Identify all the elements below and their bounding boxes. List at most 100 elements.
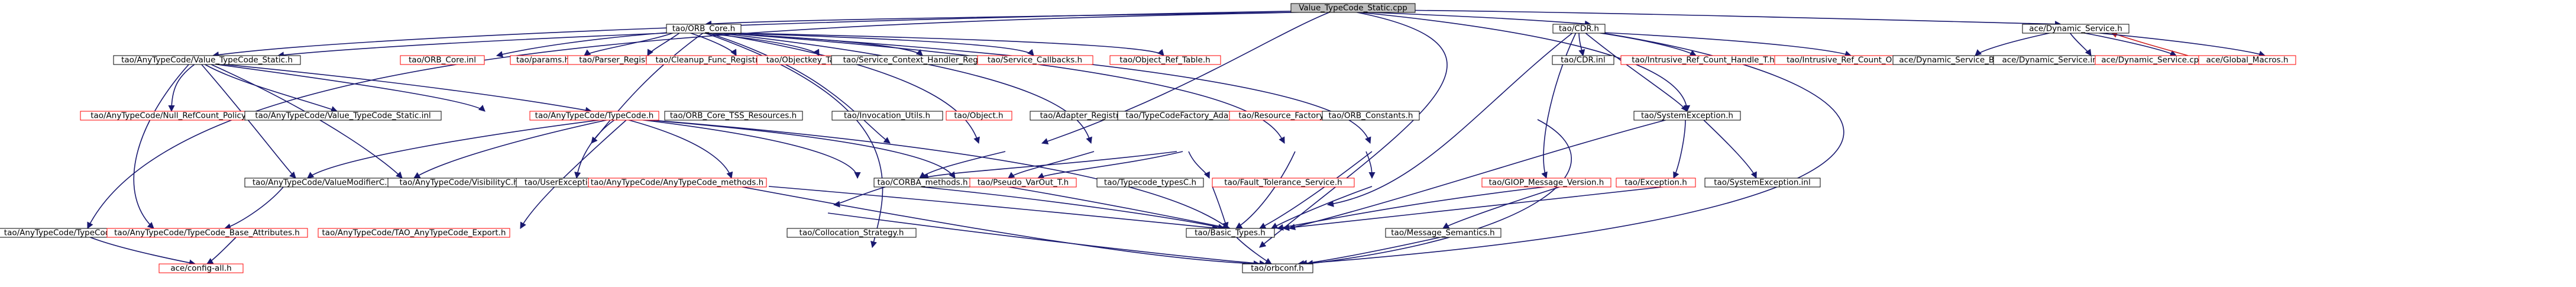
graph-node-dyn_h[interactable]: ace/Dynamic_Service.h <box>2022 24 2130 34</box>
graph-node-giop[interactable]: tao/GIOP_Message_Version.h <box>1481 178 1611 188</box>
graph-node-box <box>2022 24 2130 34</box>
graph-node-box <box>1704 178 1821 188</box>
edge <box>1596 32 1697 56</box>
edge <box>709 32 1034 56</box>
graph-node-label: ace/Dynamic_Service_Base.h <box>1899 56 2015 65</box>
graph-node-adapter[interactable]: tao/Adapter_Registry.h <box>1030 111 1141 121</box>
graph-node-svccb[interactable]: tao/Service_Callbacks.h <box>977 55 1093 65</box>
edge <box>1442 186 1562 229</box>
graph-node-label: tao/params.h <box>516 56 569 65</box>
edge <box>1041 11 1331 145</box>
graph-node-orbconf[interactable]: tao/orbconf.h <box>1242 263 1313 273</box>
graph-node-label: tao/Service_Context_Handler_Registry.h <box>843 56 1002 65</box>
graph-node-sysexcinl[interactable]: tao/SystemException.inl <box>1704 178 1821 188</box>
graph-node-cdr_inl[interactable]: tao/CDR.inl <box>1552 55 1614 65</box>
graph-node-box <box>1096 178 1204 188</box>
graph-node-box <box>1322 111 1420 121</box>
graph-node-pseudo[interactable]: tao/Pseudo_VarOut_T.h <box>969 178 1077 188</box>
edge <box>496 32 669 58</box>
graph-node-box <box>787 228 917 238</box>
edge <box>704 11 1324 27</box>
edge <box>827 212 1267 267</box>
graph-node-vtsinl[interactable]: tao/AnyTypeCode/Value_TypeCode_Static.in… <box>244 111 442 121</box>
edge <box>709 32 980 144</box>
graph-node-label: ace/Dynamic_Service.cpp <box>2101 56 2204 65</box>
graph-node-label: tao/AnyTypeCode/TypeCode.h <box>535 111 654 121</box>
graph-node-label: ace/Dynamic_Service.h <box>2029 24 2122 34</box>
graph-node-vts_h[interactable]: tao/AnyTypeCode/Value_TypeCode_Static.h <box>113 55 301 65</box>
graph-node-typecodec[interactable]: tao/Typecode_typesC.h <box>1096 178 1204 188</box>
edge <box>1584 32 1688 112</box>
graph-node-basic[interactable]: tao/Basic_Types.h <box>1186 228 1275 238</box>
graph-node-collstrat[interactable]: tao/Collocation_Strategy.h <box>787 228 917 238</box>
graph-node-params[interactable]: tao/params.h <box>510 55 577 65</box>
graph-node-tcba[interactable]: tao/AnyTypeCode/TypeCode_Base_Attributes… <box>106 228 308 238</box>
edge <box>712 32 1164 56</box>
graph-node-vis[interactable]: tao/AnyTypeCode/VisibilityC.h <box>387 178 530 188</box>
graph-node-label: tao/Invocation_Utils.h <box>844 111 930 121</box>
graph-node-objref[interactable]: tao/Object_Ref_Table.h <box>1109 55 1221 65</box>
graph-node-svcctx[interactable]: tao/Service_Context_Handler_Registry.h <box>831 55 1015 65</box>
graph-node-sysexc[interactable]: tao/SystemException.h <box>1633 111 1741 121</box>
graph-node-cdr_h[interactable]: tao/CDR.h <box>1552 24 1606 34</box>
graph-node-aceconfig[interactable]: ace/config-all.h <box>158 263 244 273</box>
graph-node-nullref[interactable]: tao/AnyTypeCode/Null_RefCount_Policy.h <box>80 111 264 121</box>
edge <box>1276 186 1550 231</box>
graph-node-label: tao/ORB_Core.h <box>672 24 735 34</box>
graph-node-box <box>1616 178 1696 188</box>
graph-node-box <box>588 178 767 188</box>
edge <box>1541 32 1577 179</box>
graph-node-vmod[interactable]: tao/AnyTypeCode/ValueModifierC.h <box>244 178 401 188</box>
graph-node-irch[interactable]: tao/Intrusive_Ref_Count_Handle_T.h <box>1620 55 1786 65</box>
graph-node-box <box>400 55 485 65</box>
graph-node-label: tao/ORB_Core.inl <box>409 56 476 65</box>
graph-node-label: tao/Pseudo_VarOut_T.h <box>978 178 1069 188</box>
graph-node-label: tao/AnyTypeCode/Value_TypeCode_Static.h <box>121 56 293 65</box>
graph-node-label: tao/CDR.h <box>1559 24 1599 34</box>
graph-node-object[interactable]: tao/Object.h <box>946 111 1012 121</box>
graph-node-label: tao/Typecode_typesC.h <box>1104 178 1196 188</box>
graph-node-label: tao/Adapter_Registry.h <box>1040 111 1131 121</box>
edge <box>584 32 675 56</box>
graph-node-label: tao/CDR.inl <box>1561 56 1605 65</box>
graph-node-ftsvc[interactable]: tao/Fault_Tolerance_Service.h <box>1212 178 1355 188</box>
graph-node-resfac[interactable]: tao/Resource_Factory.h <box>1229 111 1341 121</box>
edge <box>1235 151 1296 229</box>
graph-node-label: tao/orbconf.h <box>1251 264 1304 273</box>
edge <box>712 32 1092 144</box>
dependency-edges <box>87 9 2266 267</box>
edge <box>168 63 196 112</box>
edge <box>921 151 1177 180</box>
graph-node-dsinl[interactable]: ace/Dynamic_Service.inl <box>1993 55 2109 65</box>
graph-node-dsb[interactable]: ace/Dynamic_Service_Base.h <box>1892 55 2022 65</box>
graph-node-label: tao/Message_Semantics.h <box>1391 228 1495 238</box>
graph-node-label: Value_TypeCode_Static.cpp <box>1299 4 1407 13</box>
edge <box>209 63 403 179</box>
graph-node-label: tao/Parser_Registry.h <box>579 56 663 65</box>
graph-node-tss[interactable]: tao/ORB_Core_TSS_Resources.h <box>664 111 803 121</box>
graph-node-cleanup[interactable]: tao/Cleanup_Func_Registry.h <box>646 55 780 65</box>
graph-node-box <box>1109 55 1221 65</box>
graph-node-msgsem[interactable]: tao/Message_Semantics.h <box>1385 228 1501 238</box>
graph-node-box <box>1186 228 1275 238</box>
graph-node-gm[interactable]: ace/Global_Macros.h <box>2198 55 2296 65</box>
graph-node-orbcore_inl[interactable]: tao/ORB_Core.inl <box>400 55 485 65</box>
graph-node-dscpp[interactable]: ace/Dynamic_Service.cpp <box>2095 55 2211 65</box>
graph-node-exc[interactable]: tao/Exception.h <box>1616 178 1696 188</box>
graph-node-atcm[interactable]: tao/AnyTypeCode/AnyTypeCode_methods.h <box>588 178 767 188</box>
graph-node-orbcore_h[interactable]: tao/ORB_Core.h <box>666 24 742 34</box>
graph-node-corba[interactable]: tao/CORBA_methods.h <box>873 178 972 188</box>
graph-node-label: tao/AnyTypeCode/TAO_AnyTypeCode_Export.h <box>322 228 506 238</box>
graph-node-label: tao/Collocation_Strategy.h <box>800 228 904 238</box>
graph-node-box <box>1481 178 1611 188</box>
graph-node-box <box>1552 55 1614 65</box>
edge <box>626 119 733 179</box>
graph-node-label: tao/Basic_Types.h <box>1195 228 1266 238</box>
edge <box>1383 9 2062 28</box>
edge <box>1037 151 1183 179</box>
graph-node-taoexp[interactable]: tao/AnyTypeCode/TAO_AnyTypeCode_Export.h <box>318 228 510 238</box>
graph-node-atc[interactable]: tao/AnyTypeCode/TypeCode.h <box>529 111 659 121</box>
graph-node-tcfa[interactable]: tao/TypeCodeFactory_Adapter.h <box>1117 111 1260 121</box>
graph-node-invoc[interactable]: tao/Invocation_Utils.h <box>831 111 943 121</box>
graph-node-orbconst[interactable]: tao/ORB_Constants.h <box>1322 111 1420 121</box>
